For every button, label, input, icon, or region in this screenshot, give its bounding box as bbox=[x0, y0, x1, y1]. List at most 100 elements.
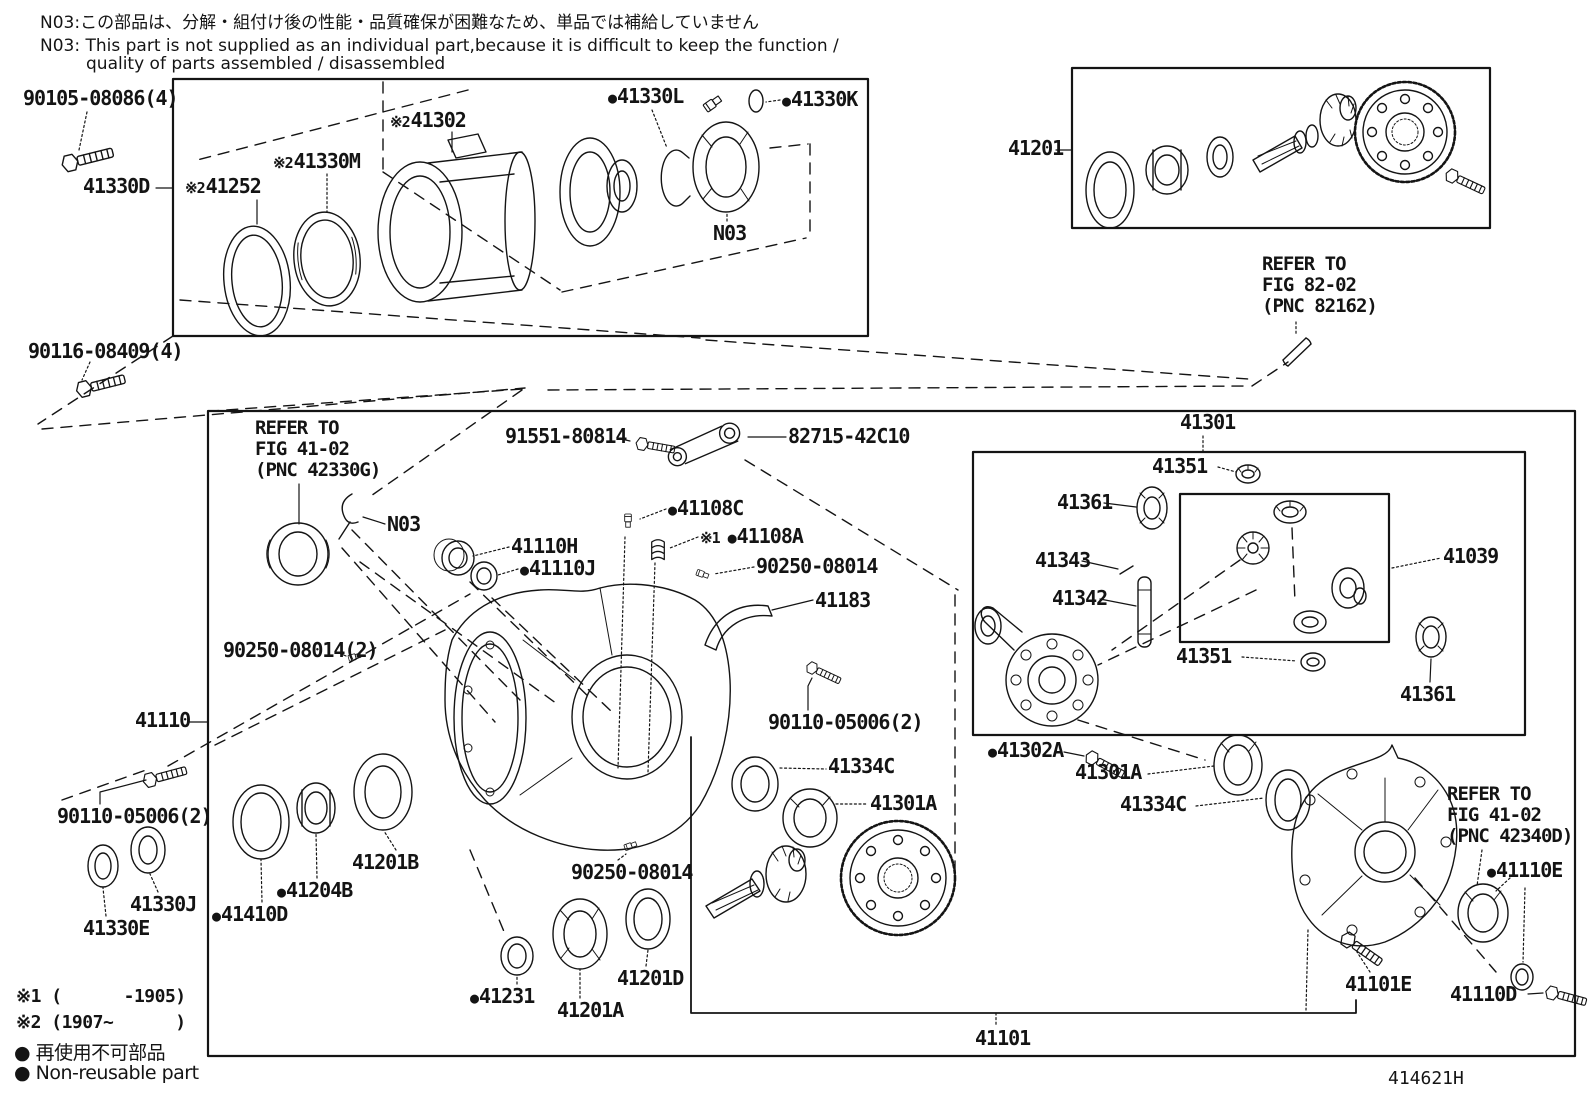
seal-41231-icon bbox=[500, 936, 534, 976]
part-label-referto: REFER TO FIG 41-02 (PNC 42330G) bbox=[255, 417, 381, 481]
part-label-9155180814: 91551-80814 bbox=[505, 426, 627, 447]
part-label-41343: 41343 bbox=[1035, 550, 1091, 571]
header-note-en-1: N03: This part is not supplied as an ind… bbox=[40, 36, 839, 56]
part-label-9025008014: 90250-08014 bbox=[756, 556, 878, 577]
part-number-text: 41301A bbox=[870, 791, 937, 815]
part-label-41110h: 41110H bbox=[511, 534, 578, 558]
clip-N03-icon bbox=[338, 493, 359, 540]
part-number-text: 41342 bbox=[1052, 586, 1108, 610]
part-number-text: 414621H bbox=[1388, 1068, 1464, 1089]
part-number-text: 41301A bbox=[1075, 760, 1142, 784]
part-number-text: 41330E bbox=[83, 916, 150, 940]
part-label-41108c: ●41108C bbox=[668, 496, 744, 520]
nut-41204B-icon bbox=[296, 782, 336, 834]
prefix-mark: ● bbox=[608, 89, 617, 107]
part-label-41201d: 41201D bbox=[617, 968, 684, 989]
prefix-mark: ※2 bbox=[185, 179, 206, 197]
side-gear-washer-41361-top-icon bbox=[1136, 486, 1168, 530]
race-41201D-icon bbox=[625, 888, 671, 950]
part-label-90116084094: 90116-08409(4) bbox=[28, 341, 184, 362]
washer-41330J-icon bbox=[130, 826, 166, 874]
part-number-text: 41110H bbox=[511, 534, 578, 558]
part-number-text: 41110J bbox=[529, 556, 596, 580]
breather-pipe-icon bbox=[1282, 337, 1312, 367]
part-label-41110d: 41110D bbox=[1450, 982, 1517, 1006]
pinion-shaft-bottom-icon bbox=[705, 845, 807, 919]
part-number-text: 41330M bbox=[293, 149, 361, 173]
oil-seal-42330G-icon bbox=[266, 522, 330, 586]
part-number-text: 41108C bbox=[677, 496, 744, 520]
nut-41110D-icon bbox=[1510, 963, 1534, 991]
bearing-41301A-left-icon bbox=[782, 788, 838, 848]
part-number-text: 90250-08014 bbox=[571, 860, 693, 884]
part-label-41301a: 41301A bbox=[1075, 760, 1142, 784]
part-label-8271542c10: 82715-42C10 bbox=[788, 424, 910, 448]
part-number-text: 41201B bbox=[352, 850, 419, 874]
part-label-414621h: 414621H bbox=[1388, 1068, 1464, 1089]
part-label-41201: 41201 bbox=[1008, 136, 1064, 160]
part-number-text: 41201 bbox=[1008, 136, 1064, 160]
part-number-text: 41334C bbox=[1120, 792, 1187, 816]
part-number-text: 41330K bbox=[791, 87, 858, 111]
part-label-41330d: 41330D bbox=[83, 174, 150, 198]
prefix-mark: ● bbox=[988, 743, 997, 761]
part-number-text: 41110 bbox=[135, 708, 191, 732]
differential-gear-kit-parts bbox=[1085, 80, 1488, 229]
bearing-N03-icon bbox=[692, 121, 760, 213]
bearing-41301A-right-icon bbox=[1213, 734, 1263, 796]
part-label-41302: ※241302 bbox=[390, 110, 467, 131]
part-number-text: N03 bbox=[713, 221, 747, 245]
part-label-41110j: ●41110J bbox=[520, 556, 596, 580]
thrust-washer-41351-bottom-icon bbox=[1300, 652, 1326, 672]
part-label-41201b: 41201B bbox=[352, 850, 419, 874]
part-number-text: 41110E bbox=[1496, 858, 1563, 882]
prefix-mark: ● bbox=[782, 92, 791, 110]
ring-gear-41302A-icon bbox=[839, 819, 957, 937]
prefix-mark: ※1 ● bbox=[700, 529, 737, 547]
part-number-text: 41330D bbox=[83, 174, 150, 198]
prefix-mark: ● bbox=[277, 883, 286, 901]
part-number-text: 90105-08086(4) bbox=[23, 86, 179, 110]
prefix-mark: ※2 bbox=[390, 113, 411, 131]
seal-41110J-icon bbox=[470, 561, 498, 591]
dashed-construction-lines bbox=[37, 81, 1497, 973]
carrier-cover-41101E-icon bbox=[1291, 744, 1458, 947]
part-label-n03: N03 bbox=[713, 221, 747, 245]
side-gear-washer-41361-bottom-icon bbox=[1415, 616, 1447, 658]
legend-star1: ※1 ( -1905) bbox=[16, 986, 186, 1007]
part-label-90110050062: 90110-05006(2) bbox=[57, 804, 213, 828]
part-label-41330m: ※241330M bbox=[273, 149, 361, 173]
part-number-text: 41302A bbox=[997, 738, 1064, 762]
differential-case-kit-parts bbox=[974, 464, 1447, 727]
part-label-41330k: ●41330K bbox=[782, 87, 858, 111]
part-number-text: 90110-05006(2) bbox=[57, 804, 213, 828]
part-label-referto: REFER TO FIG 41-02 (PNC 42340D) bbox=[1447, 784, 1573, 847]
part-label-41302a: ●41302A bbox=[988, 738, 1064, 762]
part-label-90250080142: 90250-08014(2) bbox=[223, 638, 379, 662]
part-number-text: 41361 bbox=[1057, 490, 1113, 514]
header-note-en-2: quality of parts assembled / disassemble… bbox=[86, 54, 446, 74]
part-label-41301a: 41301A bbox=[870, 791, 937, 815]
legend-nonreusable-jp: ● 再使用不可部品 bbox=[14, 1042, 166, 1064]
straight-pin-41343-icon bbox=[1119, 565, 1134, 575]
part-number-text: REFER TO FIG 82-02 (PNC 82162) bbox=[1262, 253, 1378, 317]
part-number-text: 41201A bbox=[557, 998, 624, 1022]
spider-kit-41039-icons bbox=[1236, 500, 1367, 634]
bracket-41183-icon bbox=[704, 604, 773, 651]
part-number-text: 41110D bbox=[1450, 982, 1517, 1006]
part-number-text: 82715-42C10 bbox=[788, 424, 910, 448]
bearing-41201A-icon bbox=[552, 898, 608, 970]
part-label-41342: 41342 bbox=[1052, 586, 1108, 610]
seal-41110E-icon bbox=[1457, 883, 1509, 943]
part-number-text: REFER TO FIG 41-02 (PNC 42330G) bbox=[255, 417, 381, 481]
companion-flange-icon bbox=[559, 137, 638, 247]
part-label-41039: 41039 bbox=[1443, 546, 1499, 567]
part-number-text: 41361 bbox=[1400, 682, 1456, 706]
bearing-41110H-icon bbox=[433, 538, 475, 576]
case-sub-assembly-parts bbox=[59, 89, 764, 337]
part-label-41410d: ●41410D bbox=[212, 904, 288, 925]
part-number-text: 90250-08014(2) bbox=[223, 638, 379, 662]
part-label-41301: 41301 bbox=[1180, 412, 1236, 433]
part-label-41201a: 41201A bbox=[557, 998, 624, 1022]
